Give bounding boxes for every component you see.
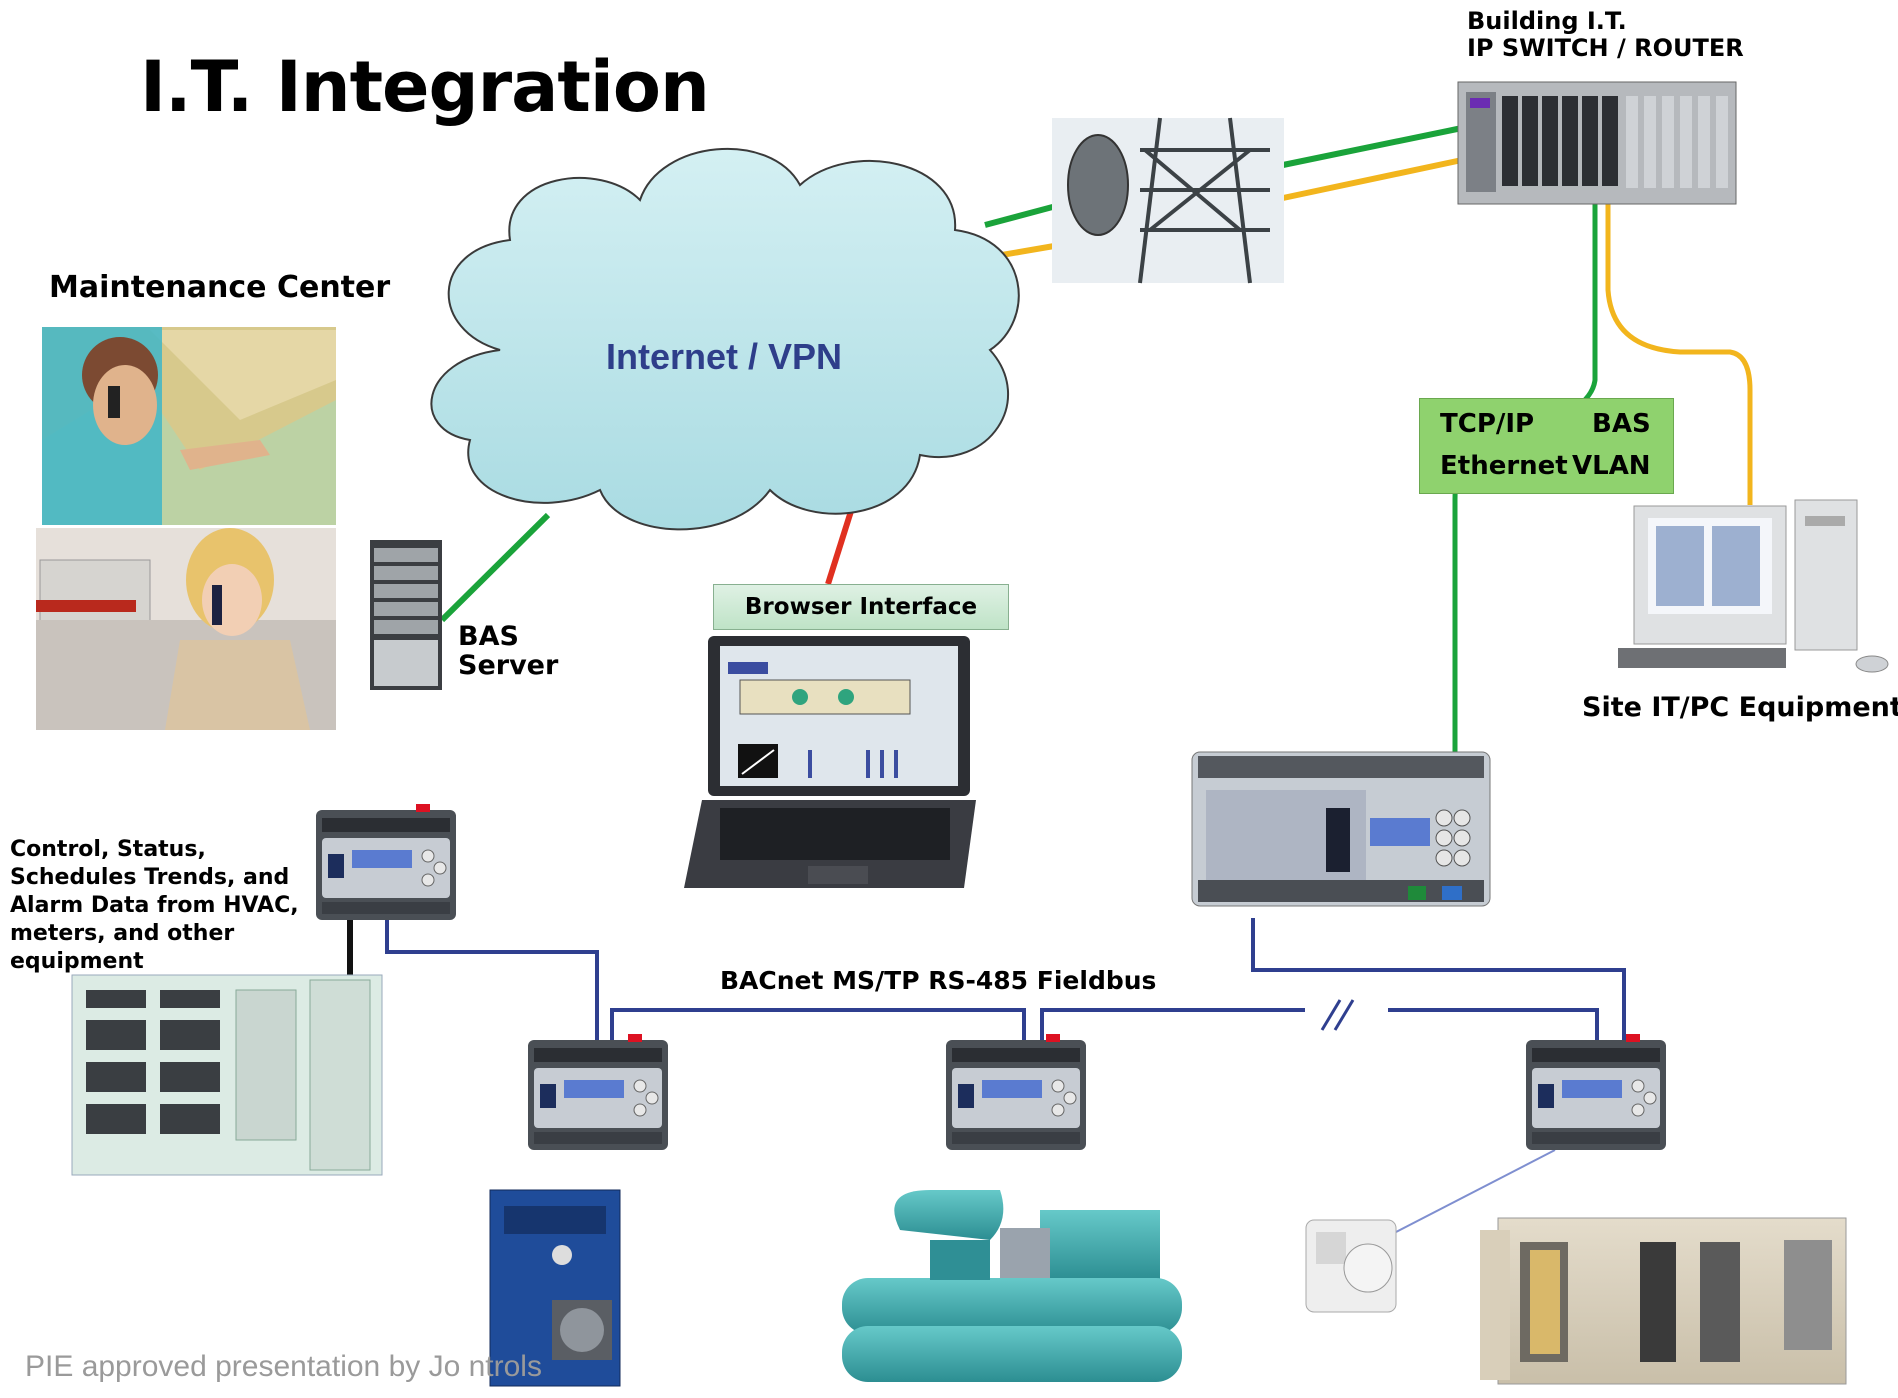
bas-label: BAS (1592, 409, 1651, 439)
browser-interface-box: Browser Interface (713, 584, 1009, 630)
tower-switch-green-link (1282, 125, 1463, 168)
ethernet-label: Ethernet (1440, 451, 1568, 481)
thermostat-image (1305, 1219, 1397, 1313)
site-pc-image (1618, 499, 1889, 673)
internet-cloud (430, 147, 1020, 531)
server-cloud-green-link (439, 512, 551, 623)
internet-vpn-label: Internet / VPN (606, 336, 843, 377)
tcp-ip-vlan-box: TCP/IP BAS Ethernet VLAN (1419, 398, 1674, 494)
bas-server-image (370, 540, 442, 690)
boiler-image (489, 1189, 621, 1387)
tcp-label: TCP/IP (1440, 409, 1535, 439)
electrical-panel-image (71, 974, 383, 1176)
maintenance-photo-map (42, 327, 336, 525)
page-title: I.T. Integration (140, 46, 710, 128)
fieldbus-line-a (385, 915, 599, 1046)
vlan-label: VLAN (1572, 451, 1651, 481)
laptop-image (684, 636, 976, 888)
fieldbus-line-e (1251, 918, 1626, 1046)
nce-controller-image (1191, 751, 1491, 907)
bas-server-line1: BAS (458, 621, 519, 652)
maintenance-center-label: Maintenance Center (49, 270, 391, 305)
fieldbus-line-b (610, 1008, 1026, 1046)
radio-tower-image (1052, 117, 1284, 284)
fec-controller-3 (1525, 1033, 1667, 1151)
building-it-line2: IP SWITCH / ROUTER (1467, 34, 1744, 62)
fec-controller-top (315, 803, 457, 921)
ip-switch-router-image (1457, 81, 1737, 205)
footer-credit: PIE approved presentation by Jo ntrols (25, 1350, 542, 1383)
building-it-label: Building I.T. IP SWITCH / ROUTER (1467, 8, 1744, 62)
control-data-description: Control, Status, Schedules Trends, and A… (10, 837, 299, 974)
fec-controller-1 (527, 1033, 669, 1151)
chiller-image (842, 1190, 1182, 1382)
fieldbus-break-mark-1 (1320, 999, 1342, 1031)
switch-pc-orange-link (1605, 175, 1753, 505)
fieldbus-line-d (1388, 1008, 1599, 1046)
site-equipment-label: Site IT/PC Equipment (1582, 692, 1898, 723)
fieldbus-line-c (1040, 1008, 1305, 1046)
building-it-line1: Building I.T. (1467, 7, 1627, 35)
maintenance-photo-operator (36, 528, 336, 730)
bas-server-label: BAS Server (458, 622, 558, 680)
thermostat-link (1395, 1149, 1556, 1233)
laptop-cloud-red-link (825, 507, 855, 585)
tower-switch-orange-link (1282, 157, 1463, 201)
bas-server-line2: Server (458, 650, 559, 681)
fieldbus-label: BACnet MS/TP RS-485 Fieldbus (720, 966, 1157, 995)
fec-controller-2 (945, 1033, 1087, 1151)
cloud-tower-green-link (984, 202, 1061, 228)
air-handler-image (1480, 1217, 1847, 1385)
fieldbus-break-mark-2 (1333, 999, 1355, 1031)
